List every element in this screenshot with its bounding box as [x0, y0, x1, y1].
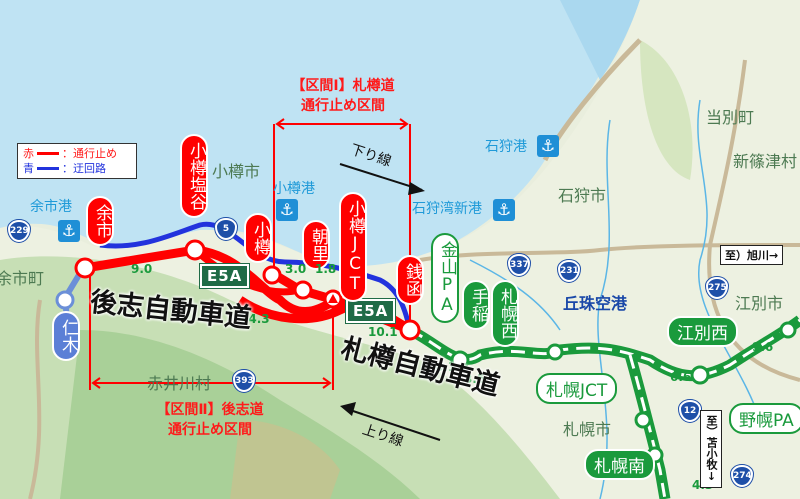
port-otaru: 小樽港 [273, 181, 315, 197]
place-okadama-airport: 丘珠空港 [563, 294, 628, 313]
place-ishikari-city: 石狩市 [558, 186, 607, 205]
distance-label: 3.5 [464, 372, 486, 386]
place-sapporo-city: 札幌市 [563, 420, 612, 439]
e5a-route-sign: E5A [198, 263, 251, 289]
place-yoichi-town: 余市町 [0, 269, 45, 288]
section2-label: 【区間Ⅱ】後志道 通行止め区間 [156, 402, 264, 438]
port-ishikari: 石狩港 [485, 139, 527, 155]
ic-asari[interactable]: 朝里 [302, 220, 330, 270]
port-ishikari-bay: 石狩湾新港 [412, 201, 482, 217]
ic-teine[interactable]: 手稲 [462, 280, 490, 330]
distance-label: 6.6 [670, 370, 692, 384]
distance-label: 3.0 [285, 262, 307, 276]
place-shinshinotsu: 新篠津村 [733, 152, 798, 171]
anchor-icon: ⚓ [276, 199, 298, 221]
place-ebetsu-city: 江別市 [735, 294, 784, 313]
e5a-route-sign: E5A [344, 298, 397, 324]
route-shield-231: 231 [558, 260, 580, 282]
pa-nopporo[interactable]: 野幌PA [729, 403, 800, 434]
jct-sapporo[interactable]: 札幌JCT [536, 373, 618, 404]
ic-zenibako[interactable]: 銭函 [396, 255, 424, 305]
anchor-icon: ⚓ [58, 220, 80, 242]
ic-otaru-shioya[interactable]: 小樽塩谷 [180, 134, 208, 218]
distance-label: 6.1 [435, 360, 457, 374]
route-shield-5: 5 [215, 218, 237, 240]
place-otaru-city: 小樽市 [212, 162, 261, 181]
distance-label: 14.3 [240, 312, 270, 326]
route-shield-229: 229 [8, 220, 30, 242]
red-line-swatch [37, 152, 59, 155]
port-yoichi: 余市港 [30, 199, 72, 215]
route-shield-393: 393 [233, 370, 255, 392]
legend-detour: 青 ：迂回路 [23, 162, 106, 175]
ic-sapporo-nishi[interactable]: 札幌西 [491, 280, 519, 347]
anchor-icon: ⚓ [493, 199, 515, 221]
ic-ebetsu-nishi[interactable]: 江別西 [667, 316, 738, 347]
ic-sapporo-minami[interactable]: 札幌南 [584, 449, 655, 480]
anchor-icon: ⚓ [537, 135, 559, 157]
ic-otaru[interactable]: 小樽 [244, 213, 272, 263]
legend-closure: 赤 ：通行止め [23, 147, 117, 160]
section1-label: 【区間Ⅰ】札樽道 通行止め区間 [291, 78, 395, 114]
ic-otaru-jct[interactable]: 小樽JCT [339, 192, 367, 302]
direction-asahikawa: 至）旭川→ [720, 245, 784, 265]
blue-line-swatch [37, 167, 59, 170]
ic-niki[interactable]: 仁木 [52, 311, 80, 361]
distance-label: 10.1 [368, 325, 398, 339]
route-shield-275: 275 [706, 277, 728, 299]
distance-label: 9.6 [752, 340, 774, 354]
pa-kaneyama[interactable]: 金山PA [431, 233, 459, 323]
route-shield-337: 337 [508, 254, 530, 276]
direction-tomakomai: 至）苫小牧↓ [700, 410, 722, 488]
distance-label: 1.8 [315, 262, 337, 276]
ic-yoichi[interactable]: 余市 [86, 196, 114, 246]
place-tobetsu: 当別町 [706, 108, 755, 127]
place-akaigawa: 赤井川村 [147, 374, 212, 393]
distance-label: 9.0 [131, 262, 153, 276]
route-shield-274: 274 [731, 465, 753, 487]
map-legend: 赤 ：通行止め 青 ：迂回路 [17, 143, 137, 179]
